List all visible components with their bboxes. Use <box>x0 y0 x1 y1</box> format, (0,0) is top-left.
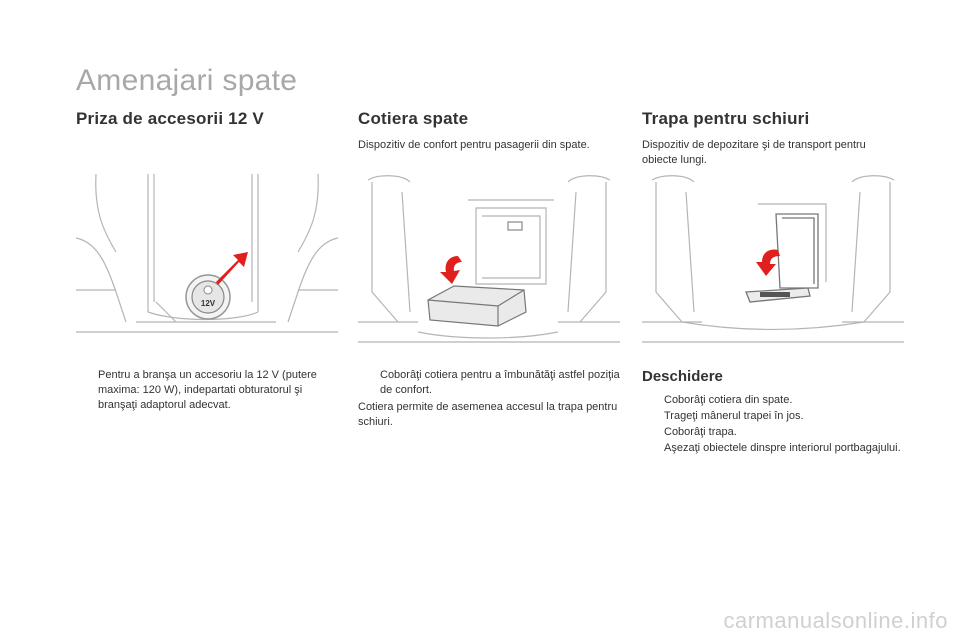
bullet-text: Aşezaţi obiectele dinspre interiorul por… <box>664 442 901 454</box>
ski-flap-intro: Dispozitiv de depozitare şi de transport… <box>642 139 866 166</box>
section-title-socket: Priza de accesorii 12 V <box>76 109 264 128</box>
bullet-text: Pentru a branşa un accesoriu la 12 V (pu… <box>98 369 317 411</box>
list-item: Trageţi mânerul trapei în jos. <box>642 409 904 424</box>
list-item: Coborâţi trapa. <box>642 425 904 440</box>
socket-label: 12V <box>201 299 216 308</box>
power-socket-icon: 12V <box>185 274 231 320</box>
section-rear-armrest: Cotiera spate Dispozitiv de confort pent… <box>358 106 620 153</box>
socket-instructions: Pentru a branşa un accesoriu la 12 V (pu… <box>76 368 338 414</box>
ski-flap-illustration <box>642 172 904 358</box>
armrest-instructions: Coborâţi cotiera pentru a îmbunătăţi ast… <box>358 368 620 430</box>
list-item: Aşezaţi obiectele dinspre interiorul por… <box>642 441 904 456</box>
list-item: Pentru a branşa un accesoriu la 12 V (pu… <box>76 368 338 413</box>
armrest-note: Cotiera permite de asemenea accesul la t… <box>358 401 618 428</box>
section-title-armrest: Cotiera spate <box>358 109 469 128</box>
bullet-text: Coborâţi cotiera din spate. <box>664 394 793 406</box>
bullet-text: Trageţi mânerul trapei în jos. <box>664 410 804 422</box>
ski-flap-opening: Deschidere Coborâţi cotiera din spate. T… <box>642 368 904 457</box>
bullet-text: Coborâţi cotiera pentru a îmbunătăţi ast… <box>380 369 620 396</box>
bullet-text: Coborâţi trapa. <box>664 426 737 438</box>
red-arrow-icon <box>216 252 248 285</box>
section-accessory-socket: Priza de accesorii 12 V <box>76 106 338 132</box>
armrest-illustration <box>358 172 620 358</box>
list-item: Coborâţi cotiera din spate. <box>642 393 904 408</box>
socket-illustration: 12V <box>76 172 338 358</box>
armrest-intro: Dispozitiv de confort pentru pasagerii d… <box>358 139 590 151</box>
watermark: carmanualsonline.info <box>723 608 948 633</box>
section-title-ski-flap: Trapa pentru schiuri <box>642 109 810 128</box>
red-arrow-icon <box>440 256 462 284</box>
red-arrow-icon <box>756 249 780 276</box>
subsection-title-opening: Deschidere <box>642 368 723 385</box>
list-item: Coborâţi cotiera pentru a îmbunătăţi ast… <box>358 368 620 398</box>
section-ski-flap: Trapa pentru schiuri Dispozitiv de depoz… <box>642 106 904 168</box>
page-title: Amenajari spate <box>76 64 298 97</box>
